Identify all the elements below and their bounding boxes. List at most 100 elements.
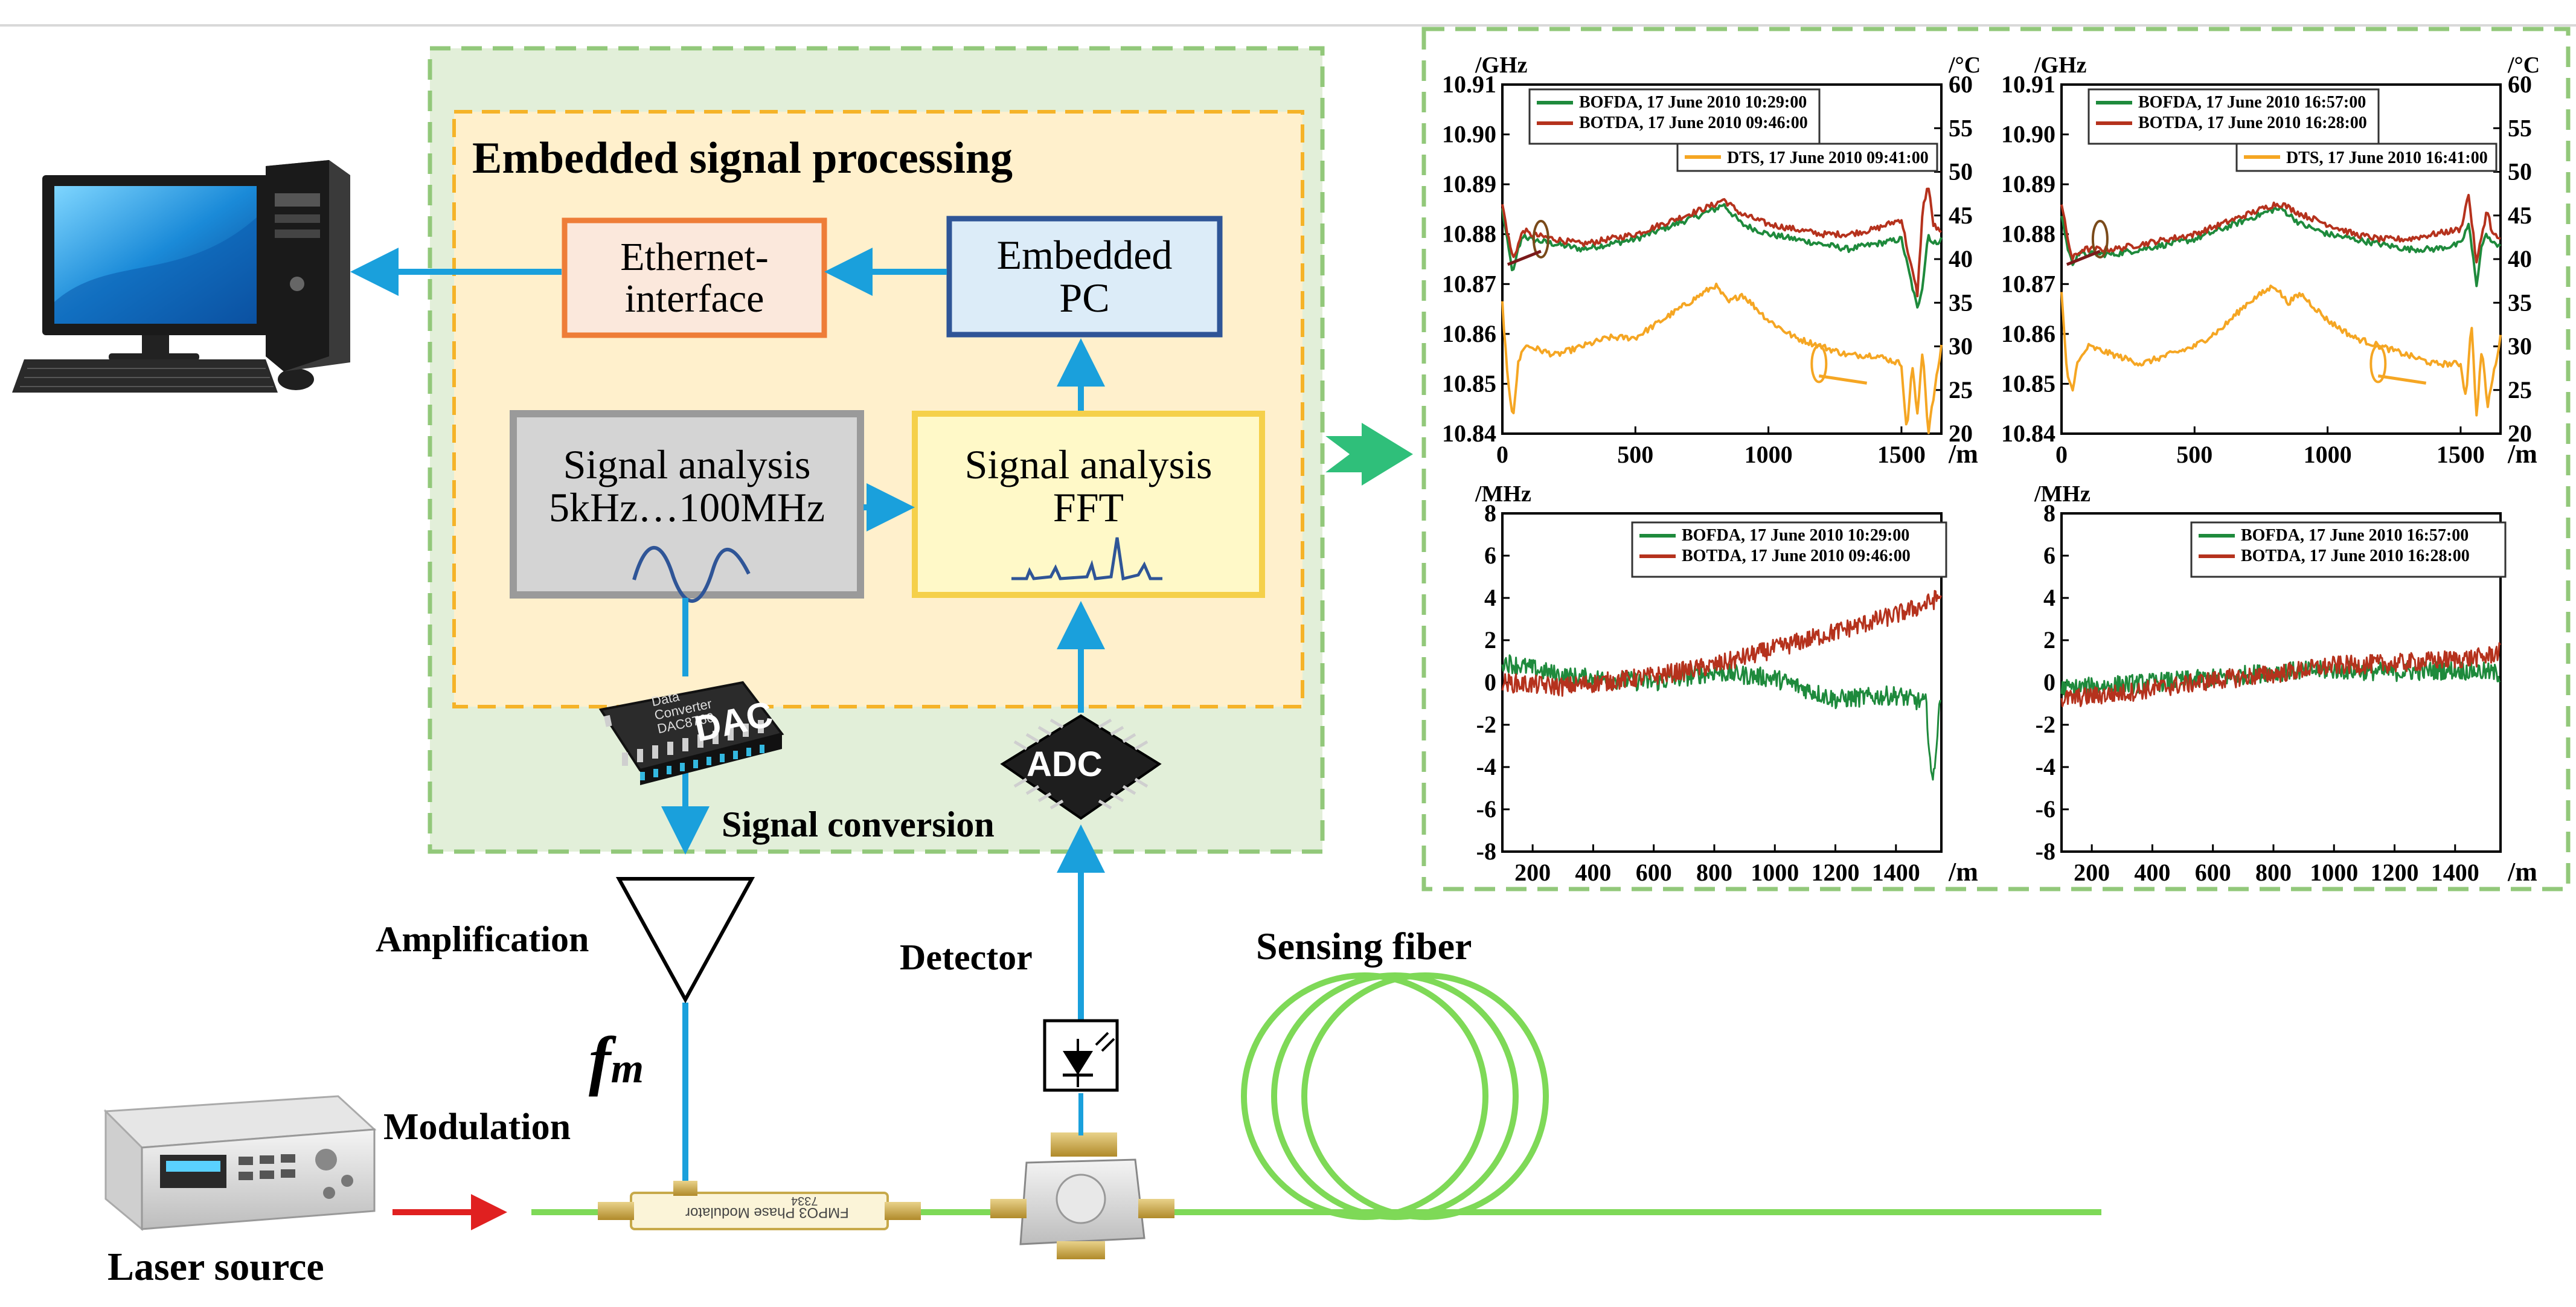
y-tick-label: 10.87 [2001,270,2055,297]
legend-label: BOTDA, 17 June 2010 09:46:00 [1682,547,1911,565]
dac-chip-icon [598,681,784,785]
y-tick-label: -4 [1476,753,1496,780]
y-right-tick-label: 45 [1949,202,1973,229]
x-unit: /m [1948,439,1978,469]
left-axis-indicator [2091,219,2109,259]
adc-label: ADC [1027,745,1103,784]
series-line [1501,589,1942,697]
embedded-pc-box: Embedded PC [949,219,1220,335]
fm-label: fm [589,1027,644,1093]
y-right-tick-label: 55 [2508,114,2532,141]
y-tick-label: 10.84 [1442,420,1496,447]
legend-label-dts: DTS, 17 June 2010 09:41:00 [1727,149,1929,167]
detector-label: Detector [900,937,1033,977]
legend-box [1631,521,1947,578]
series-line [2060,193,2501,264]
series-line [2060,642,2501,707]
x-tick-label: 1200 [2371,859,2419,886]
fm-symbol: f [589,1023,611,1097]
legend-label: BOTDA, 17 June 2010 09:46:00 [1579,114,1808,132]
x-tick-label: 1500 [1877,441,1926,468]
x-tick-label: 800 [2255,859,2292,886]
chart-top-right: 10.8410.8510.8610.8710.8810.8910.9010.91… [2001,53,2540,469]
y-tick-label: 10.85 [1442,370,1496,397]
x-tick-label: 0 [1496,441,1508,468]
x-tick-label: 1200 [1812,859,1860,886]
legend-label: BOTDA, 17 June 2010 16:28:00 [2241,547,2470,565]
fm-subscript: m [610,1045,644,1092]
y-tick-label: 10.86 [1442,320,1496,347]
y-tick-label: 4 [2043,584,2055,611]
x-tick-label: 400 [1575,859,1611,886]
computer-icon [12,160,350,393]
y-right-tick-label: 35 [1949,289,1973,316]
x-tick-label: 1400 [1872,859,1920,886]
laser-source-label: Laser source [107,1245,324,1289]
legend-label: BOFDA, 17 June 2010 10:29:00 [1682,526,1909,545]
x-tick-label: 0 [2055,441,2068,468]
y-right-tick-label: 30 [2508,333,2532,360]
y-tick-label: 10.89 [1442,170,1496,197]
y-tick-label: -8 [2036,838,2055,865]
legend-box [1528,88,1821,145]
y-right-tick-label: 60 [2508,71,2532,98]
y-right-unit: /°C [2507,53,2540,78]
y-tick-label: 10.85 [2001,370,2055,397]
embedded-pc-line-2: PC [1059,275,1110,321]
y-tick-label: 0 [1484,669,1496,696]
sine-wave-icon [632,546,751,603]
legend-label: BOFDA, 17 June 2010 16:57:00 [2241,526,2469,545]
x-tick-label: 500 [2176,441,2212,468]
y-tick-label: -8 [1476,838,1496,865]
y-tick-label: 10.91 [2001,71,2055,98]
legend-box [2087,88,2380,145]
right-axis-arrow [2377,374,2427,385]
x-tick-label: 800 [1696,859,1732,886]
legend-label: BOFDA, 17 June 2010 10:29:00 [1579,93,1807,112]
signal-analysis-left-line-1: Signal analysis [563,441,811,487]
series-line [1501,654,1942,781]
legend-label: BOFDA, 17 June 2010 16:57:00 [2138,93,2366,112]
ethernet-line-1: Ethernet- [620,234,769,279]
y-tick-label: 0 [2043,669,2055,696]
legend-label: BOTDA, 17 June 2010 16:28:00 [2138,114,2367,132]
adc-chip-icon [1000,714,1162,820]
x-tick-label: 500 [1617,441,1653,468]
y-right-tick-label: 30 [1949,333,1973,360]
y-right-tick-label: 60 [1949,71,1973,98]
sensing-fiber-label: Sensing fiber [1256,925,1472,968]
modulation-label: Modulation [383,1106,571,1148]
y-unit: /GHz [2034,53,2087,78]
phase-modulator-icon [598,1181,921,1230]
photodetector-icon [1043,1019,1119,1092]
y-tick-label: 10.86 [2001,320,2055,347]
amplification-label: Amplification [376,919,589,959]
y-tick-label: 10.90 [1442,121,1496,148]
y-right-tick-label: 50 [1949,158,1973,185]
series-line [2060,284,2502,417]
y-unit: /MHz [1475,481,1531,507]
x-tick-label: 600 [1636,859,1672,886]
signal-analysis-fft-line-1: Signal analysis [964,441,1213,487]
embedded-pc-line-1: Embedded [996,231,1173,278]
right-axis-arrow [1818,374,1868,385]
x-tick-label: 200 [1514,859,1551,886]
y-tick-label: -2 [2036,711,2055,738]
spectrum-icon [1011,537,1162,581]
x-tick-label: 400 [2134,859,2170,886]
x-tick-label: 1500 [2437,441,2485,468]
ethernet-line-2: interface [624,277,764,321]
y-tick-label: 6 [1484,542,1496,569]
y-unit: /MHz [2034,481,2091,507]
laser-source-icon [103,1095,377,1232]
y-unit: /GHz [1475,53,1528,78]
y-right-tick-label: 45 [2508,202,2532,229]
y-tick-label: 10.90 [2001,121,2055,148]
y-right-tick-label: 35 [2508,289,2532,316]
y-tick-label: -6 [2036,795,2055,823]
x-tick-label: 200 [2074,859,2110,886]
signal-analysis-left-line-2: 5kHz…100MHz [548,484,825,530]
